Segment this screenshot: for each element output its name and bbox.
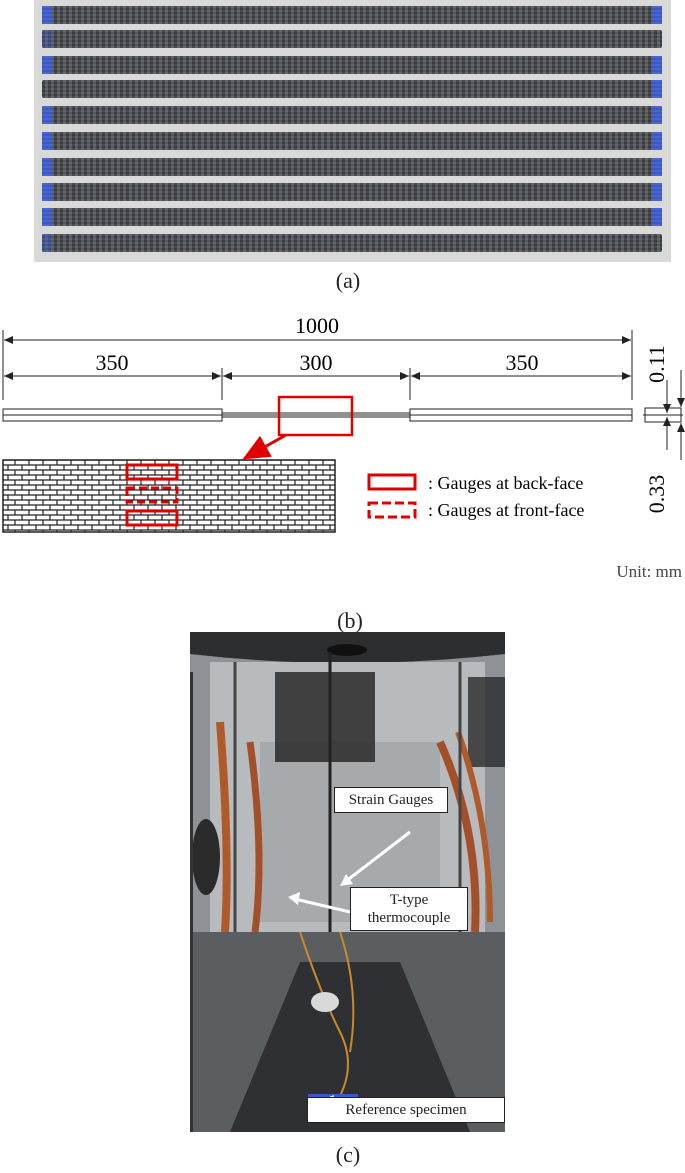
specimen-strip <box>42 132 662 150</box>
panel-label-c: (c) <box>335 1142 361 1167</box>
legend-front-label: : Gauges at front-face <box>428 500 584 520</box>
specimen-strip <box>42 106 662 124</box>
legend-back-label: : Gauges at back-face <box>428 473 583 493</box>
dim-thickness-top: 0.11 <box>644 345 669 383</box>
legend-back-swatch <box>367 473 417 491</box>
specimen-strip <box>42 6 662 24</box>
dim-total: 1000 <box>295 313 339 338</box>
specimen-strip <box>42 80 662 98</box>
panel-label-a: (a) <box>335 268 361 293</box>
dim-thickness-bottom: 0.33 <box>644 475 669 514</box>
specimen-photo <box>34 0 671 262</box>
test-setup-photo: Strain Gauges T-type thermocouple Refere… <box>190 632 505 1132</box>
gauge-region-highlight <box>277 395 354 437</box>
specimen-strip <box>42 158 662 176</box>
dim-gauge-section: 300 <box>300 350 333 375</box>
callout-thermocouple-line1: T-type <box>389 892 429 908</box>
callout-thermocouple: T-type thermocouple <box>350 887 468 931</box>
callout-strain-gauges: Strain Gauges <box>334 787 448 813</box>
specimen-schematic: 1000 350 300 350 0.11 0.33 : Gauges at b… <box>2 313 685 581</box>
callout-thermocouple-line2: thermocouple <box>367 910 451 926</box>
specimen-strip <box>42 234 662 252</box>
callout-reference-specimen: Reference specimen <box>307 1097 505 1123</box>
chamber-illustration <box>190 632 505 1132</box>
panel-label-b: (b) <box>337 608 363 633</box>
dim-tab-left: 350 <box>96 350 129 375</box>
specimen-strip <box>42 56 662 74</box>
legend-front-swatch <box>367 501 417 519</box>
fabric-detail <box>2 459 336 533</box>
unit-label: Unit: mm <box>616 562 682 581</box>
specimen-strip <box>42 208 662 226</box>
specimen-strip <box>42 30 662 48</box>
specimen-strip <box>42 183 662 201</box>
dim-tab-right: 350 <box>506 350 539 375</box>
